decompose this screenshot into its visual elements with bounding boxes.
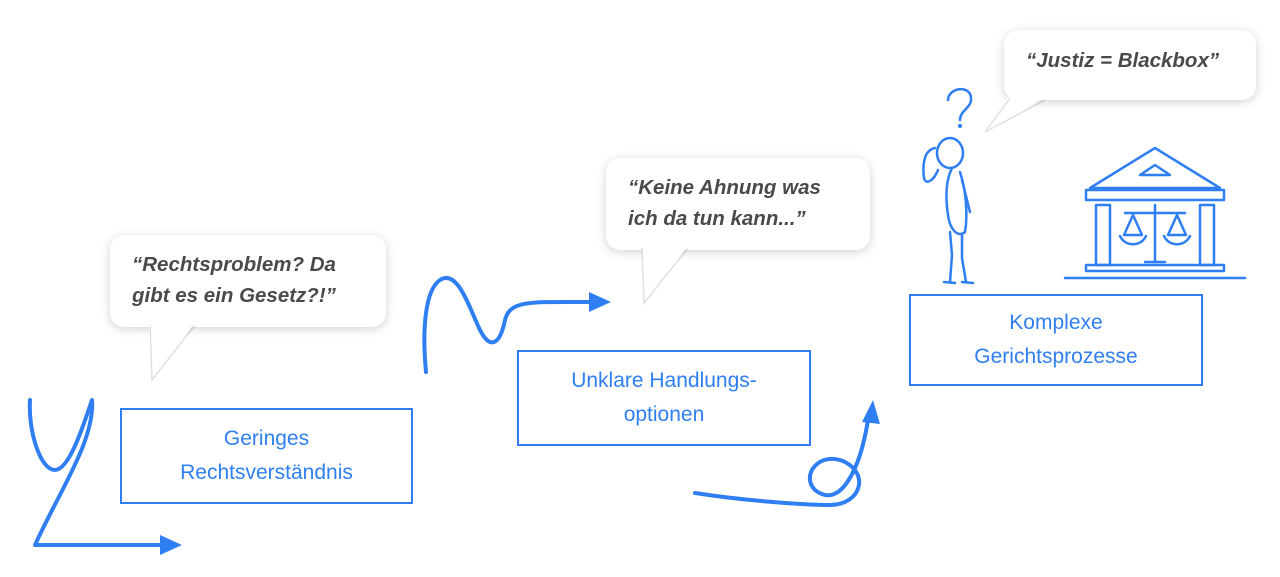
quote-1-line-2: gibt es ein Gesetz?!” xyxy=(132,284,336,307)
step-3-line-1: Komplexe xyxy=(1009,311,1103,334)
speech-bubble-2: “Keine Ahnung was ich da tun kann...” xyxy=(606,158,870,250)
connector-arrow-2 xyxy=(422,275,611,374)
connector-arrow-1 xyxy=(27,398,182,555)
scales-of-justice-icon xyxy=(1118,203,1192,264)
step-1-line-1: Geringes xyxy=(223,427,310,450)
speech-bubble-3-tail xyxy=(985,94,1050,133)
question-mark-icon xyxy=(946,88,973,128)
speech-bubble-1-tail xyxy=(150,322,196,382)
quote-1-line-1: “Rechtsproblem? Da xyxy=(132,253,336,276)
step-3-line-2: Gerichtsprozesse xyxy=(974,345,1138,368)
step-1-line-2: Rechtsverständnis xyxy=(180,461,353,484)
step-box-2: Unklare Handlungs- optionen xyxy=(517,350,811,446)
step-2-line-2: optionen xyxy=(623,403,705,426)
quote-2-line-1: “Keine Ahnung was xyxy=(628,176,821,199)
connector-arrow-3 xyxy=(693,400,880,507)
step-box-1: Geringes Rechtsverständnis xyxy=(120,408,413,504)
quote-2-line-2: ich da tun kann...” xyxy=(628,207,806,230)
quote-3-line-1: “Justiz = Blackbox” xyxy=(1026,49,1220,72)
step-2-line-1: Unklare Handlungs- xyxy=(571,369,757,392)
step-box-3: Komplexe Gerichtsprozesse xyxy=(909,294,1203,386)
confused-person-icon xyxy=(922,136,975,285)
speech-bubble-1: “Rechtsproblem? Da gibt es ein Gesetz?!” xyxy=(110,235,386,327)
speech-bubble-3: “Justiz = Blackbox” xyxy=(1004,30,1256,100)
speech-bubble-2-tail xyxy=(641,245,689,305)
courthouse-icon xyxy=(1063,146,1247,280)
